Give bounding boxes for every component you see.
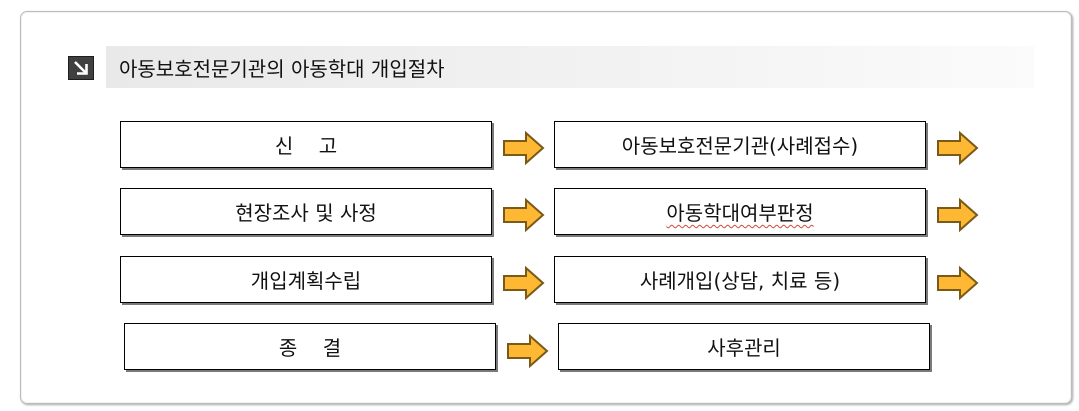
diagram-title: 아동보호전문기관의 아동학대 개입절차 (119, 57, 445, 81)
step-case-intervention-label: 사례개입(상담, 치료 등) (639, 269, 841, 293)
step-field-investigation-box: 현장조사 및 사정 (120, 188, 492, 235)
right-arrow-icon (502, 197, 546, 233)
right-arrow-icon (502, 265, 546, 301)
header-bar (106, 46, 1034, 88)
step-intervention-plan-label: 개입계획수립 (250, 269, 362, 293)
step-report-label: 신 고 (274, 134, 338, 158)
step-intervention-plan-box: 개입계획수립 (120, 256, 492, 303)
step-aftercare-box: 사후관리 (558, 323, 930, 370)
step-abuse-determination-label: 아동학대여부판정 (666, 201, 814, 225)
right-arrow-icon (936, 265, 980, 301)
step-field-investigation-label: 현장조사 및 사정 (235, 201, 377, 225)
step-agency-intake-box: 아동보호전문기관(사례접수) (554, 121, 926, 168)
step-agency-intake-label: 아동보호전문기관(사례접수) (621, 134, 859, 158)
right-arrow-icon (936, 197, 980, 233)
corner-arrow-icon (68, 56, 94, 80)
step-closure-box: 종 결 (124, 323, 496, 370)
step-aftercare-label: 사후관리 (707, 336, 781, 360)
step-report-box: 신 고 (120, 121, 492, 168)
step-closure-label: 종 결 (278, 336, 342, 360)
right-arrow-icon (502, 130, 546, 166)
right-arrow-icon (936, 130, 980, 166)
step-case-intervention-box: 사례개입(상담, 치료 등) (554, 256, 926, 303)
step-abuse-determination-box: 아동학대여부판정 (554, 188, 926, 235)
right-arrow-icon (506, 333, 550, 369)
